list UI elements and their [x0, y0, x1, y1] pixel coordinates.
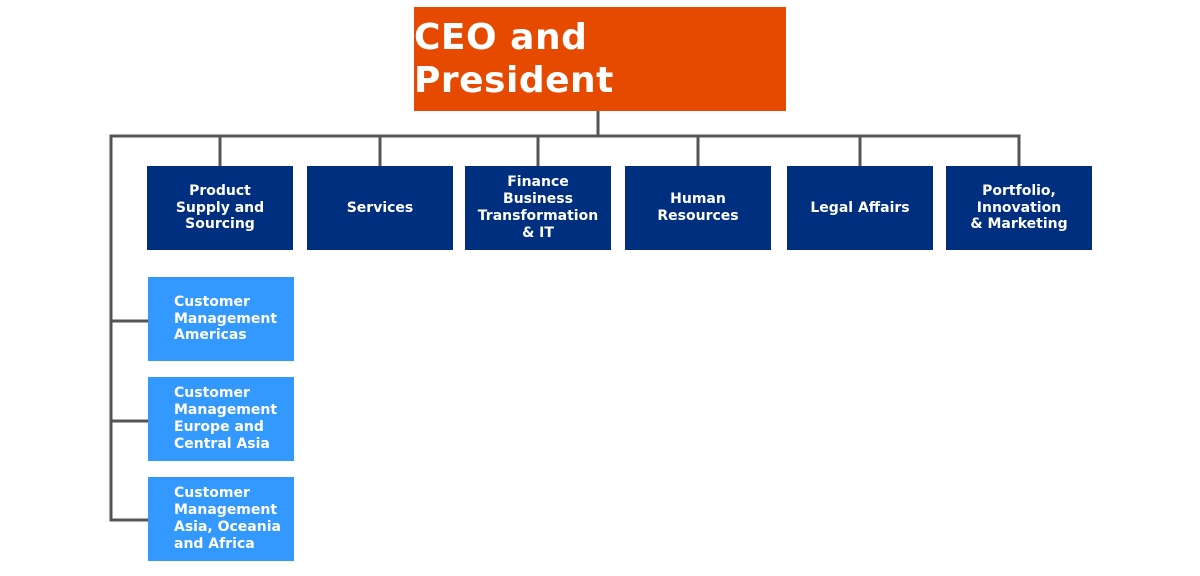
region-box-americas: Customer Management Americas [148, 277, 294, 361]
dept-box-finance: Finance Business Transformation & IT [465, 166, 611, 250]
dept-box-services: Services [307, 166, 453, 250]
dept-label: Human Resources [657, 191, 739, 224]
region-box-europe-central-asia: Customer Management Europe and Central A… [148, 377, 294, 461]
ceo-box: CEO and President [414, 7, 786, 111]
region-label: Customer Management Asia, Oceania and Af… [174, 485, 281, 552]
ceo-title: CEO and President [414, 16, 614, 101]
dept-label: Finance Business Transformation & IT [477, 174, 599, 241]
dept-label: Services [346, 199, 414, 216]
dept-label: Portfolio, Innovation & Marketing [970, 182, 1068, 233]
dept-box-product-supply: Product Supply and Sourcing [147, 166, 293, 250]
region-box-asia-oceania-africa: Customer Management Asia, Oceania and Af… [148, 477, 294, 561]
dept-label: Product Supply and Sourcing [175, 182, 265, 233]
dept-label: Legal Affairs [810, 199, 910, 216]
region-label: Customer Management Americas [174, 293, 278, 344]
dept-box-portfolio: Portfolio, Innovation & Marketing [946, 166, 1092, 250]
dept-box-human-resources: Human Resources [625, 166, 771, 250]
dept-box-legal-affairs: Legal Affairs [787, 166, 933, 250]
region-label: Customer Management Europe and Central A… [174, 385, 278, 452]
